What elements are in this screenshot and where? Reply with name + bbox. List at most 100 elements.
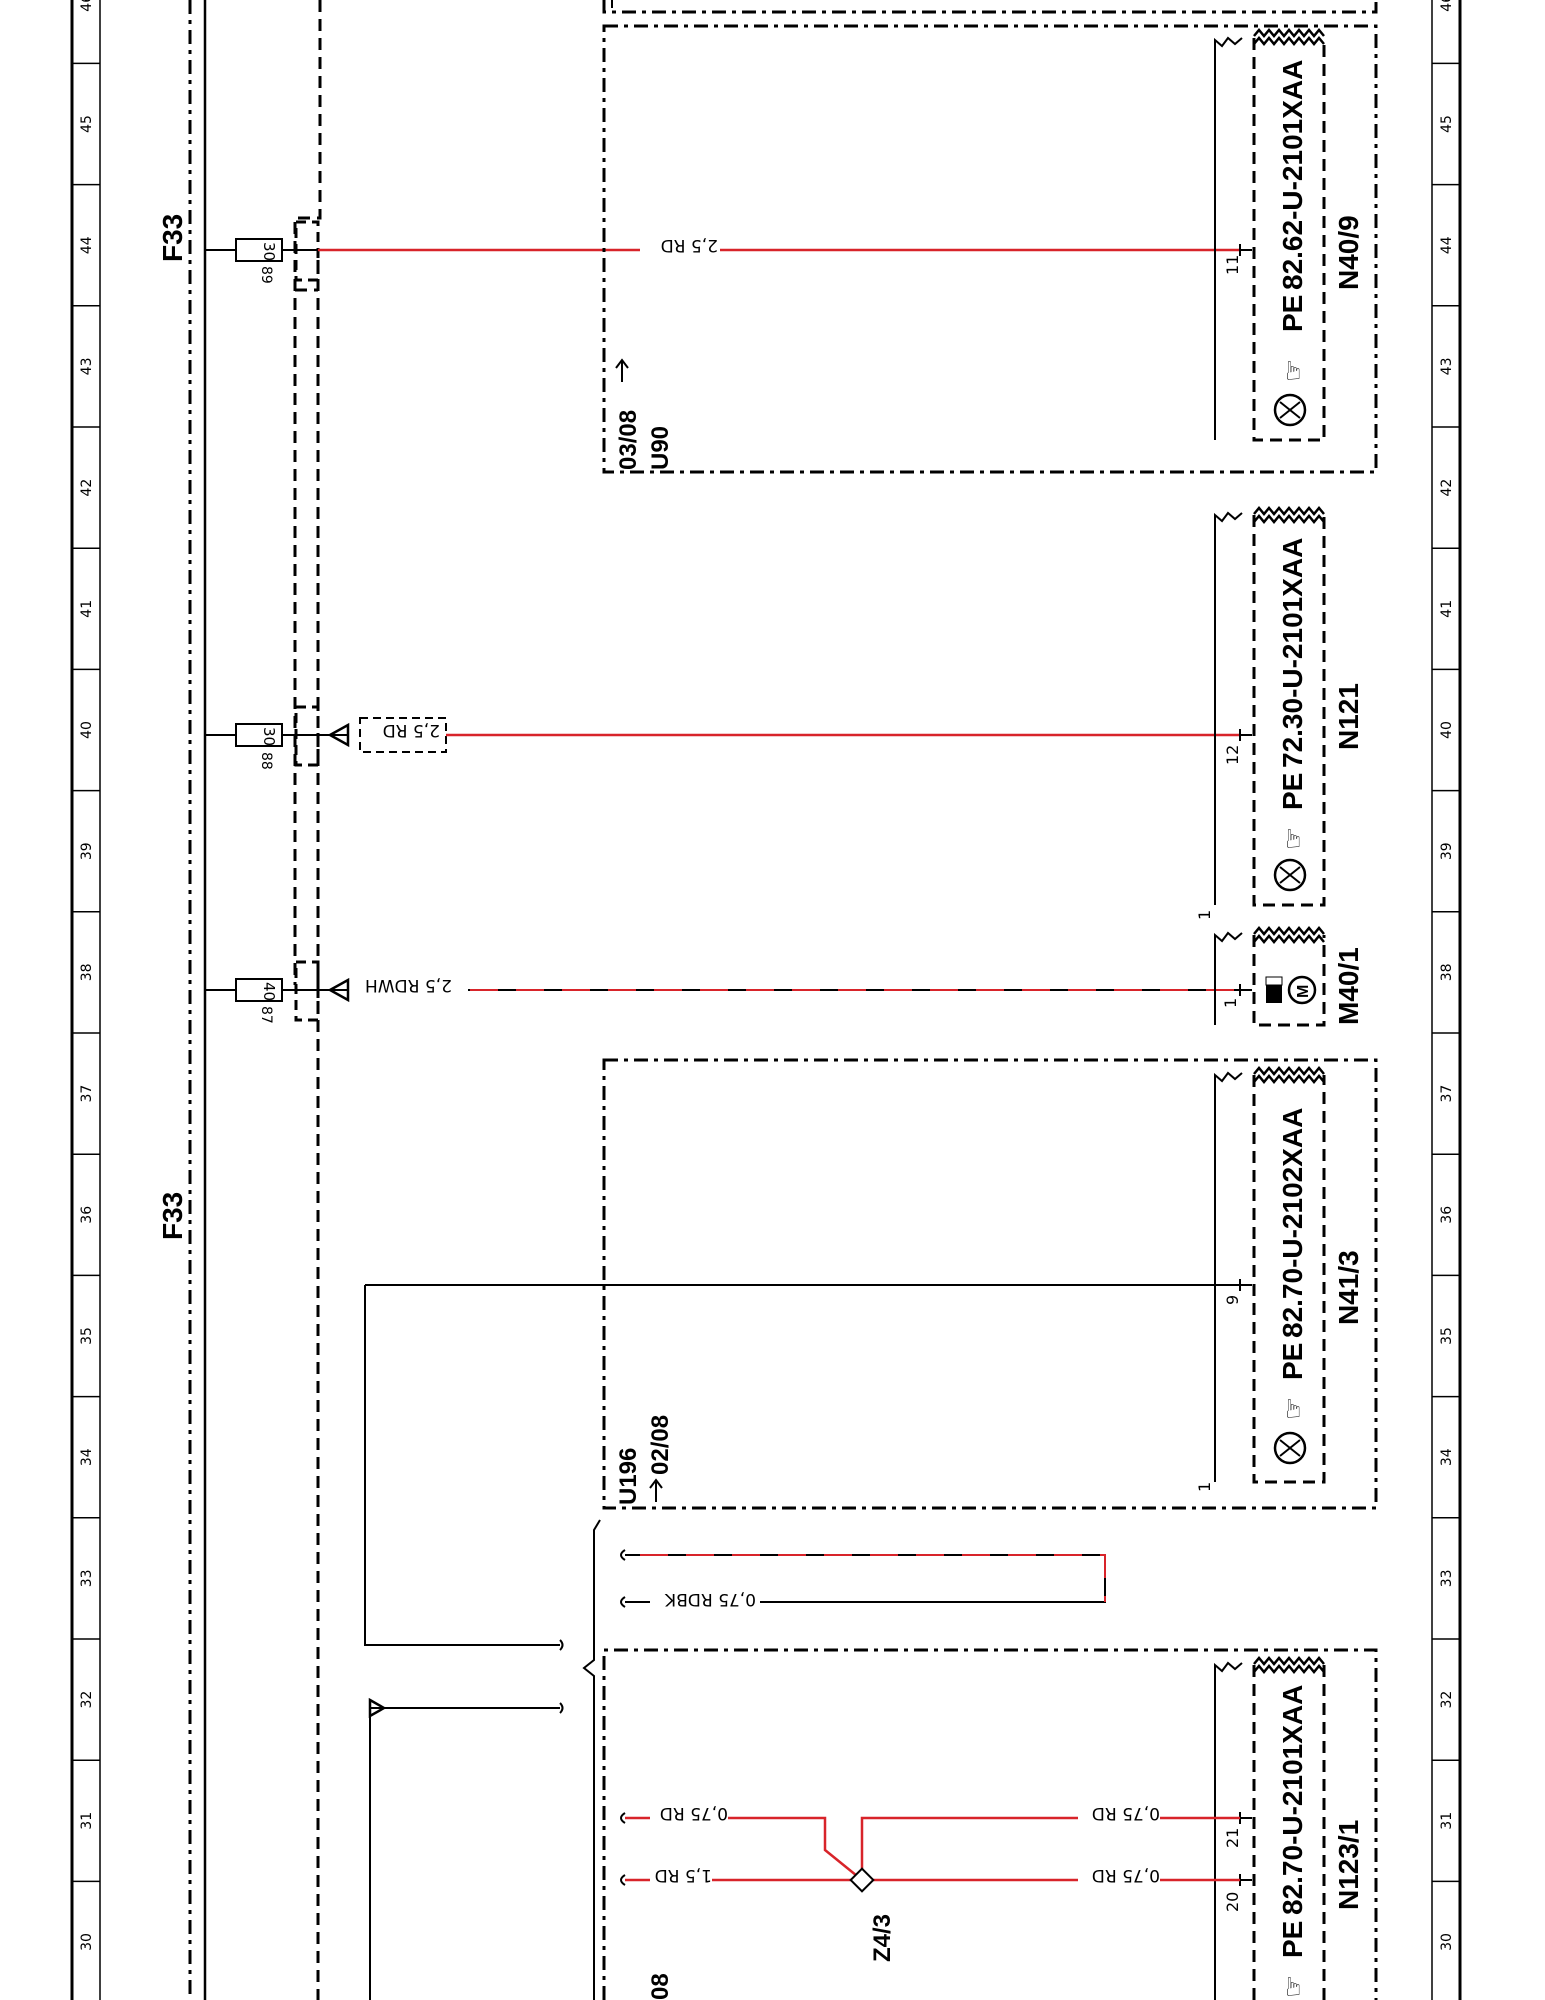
ruler-right: 30 31 32 33 34 35 36 37 38 39 40 41 42 43 44 45 46 [1431,0,1462,2000]
fuse-89-rating: 30 [260,242,278,261]
motor-icon: M [1295,985,1312,998]
module-n40-9 [1214,28,1326,442]
ruler-number: 45 [1439,115,1455,133]
ruler-number: 34 [79,1448,95,1466]
ruler-number: 46 [79,0,95,12]
ruler-number: 40 [79,721,95,739]
ruler-number: 36 [79,1206,95,1224]
ruler-number: 38 [1439,963,1455,981]
wire-f88 [318,717,1240,753]
box-u90-name: U90 [647,426,674,470]
ruler-number: 32 [79,1691,95,1709]
box-u90-arrow [615,358,629,382]
wire-f89-label: 2,5 RD [661,235,718,255]
ruler-number: 43 [1439,357,1455,375]
fuse-88: 30 88 [205,705,320,770]
module-n121-id: N121 [1333,683,1364,750]
splice-label: Z4/3 [869,1914,896,1962]
hand-pointer-icon: ☞ [1278,827,1308,850]
hand-pointer-icon: ☞ [1278,359,1308,382]
module-n41-3-ref: 82.70-U-2102XAA [1277,1108,1308,1338]
box-u90-code: 03/08 [615,410,642,470]
module-n123-1-id: N123/1 [1333,1820,1364,1910]
ruler-number: 35 [79,1327,95,1345]
module-n123-1-pin-b: 20 [1223,1892,1242,1912]
module-n40-9-ref: 82.62-U-2101XAA [1277,60,1308,290]
wire-loop-label: 0,75 RDBK [664,1589,756,1609]
wire-f87 [318,977,1240,1003]
fuse-87: 40 87 [205,960,320,1024]
module-m40-1-pin: 1 [1221,998,1240,1008]
ruler-number: 36 [1439,1206,1455,1224]
module-n41-3-pe: PE [1277,1343,1308,1380]
ruler-number: 41 [79,600,95,618]
ruler-number: 32 [1439,1691,1455,1709]
ruler-number: 35 [1439,1327,1455,1345]
box-bottom-code: 08 [647,1973,674,2000]
ruler-number: 33 [79,1569,95,1587]
module-n123-1-pin-a: 21 [1223,1828,1242,1848]
module-n41-3-pin: 9 [1223,1295,1242,1305]
fuse-block-frame [188,0,322,2000]
fuse-87-terminal: 87 [258,1006,274,1024]
ruler-number: 31 [1439,1812,1455,1830]
fuse-87-rating: 40 [260,982,278,1001]
ruler-number: 30 [1439,1933,1455,1951]
box-u196-arrow [649,1478,663,1502]
wire-n123-in-top-label: 0,75 RD [660,1803,728,1823]
ruler-number: 33 [1439,1569,1455,1587]
wire-n123-20-label: 0,75 RD [1092,1865,1160,1885]
wire-n123-in-bot-label: 1,5 RD [655,1865,712,1885]
module-n123-1-ref: 82.70-U-2101XAA [1277,1685,1308,1915]
module-n123-1-pe: PE [1277,1921,1308,1958]
module-n121-pe: PE [1277,773,1308,810]
box-u90 [602,0,1378,474]
module-n121 [1214,506,1326,907]
ruler-number: 45 [79,115,95,133]
ruler-number: 37 [1439,1085,1455,1103]
ruler-number: 43 [79,357,95,375]
fuse-block-label-mid: F33 [157,1192,188,1240]
wire-n123-21-label: 0,75 RD [1092,1803,1160,1823]
wire-f88-label: 2,5 RD [383,720,440,740]
ruler-number: 31 [79,1812,95,1830]
box-bottom [602,1648,1378,2000]
ruler-number: 42 [1439,479,1455,497]
hand-pointer-icon: ☞ [1278,1975,1308,1998]
module-n121-ref: 72.30-U-2101XAA [1277,538,1308,768]
fuse-block-label-top: F33 [157,214,188,262]
hand-pointer-icon: ☞ [1278,1397,1308,1420]
ruler-number: 34 [1439,1448,1455,1466]
wire-loop [620,1549,1106,1608]
ruler-number: 46 [1439,0,1455,12]
module-n40-9-id: N40/9 [1333,215,1364,290]
module-n41-3-pin-1: 1 [1195,1482,1214,1492]
module-n121-pin-1: 1 [1195,910,1214,920]
ruler-number: 42 [79,479,95,497]
module-n40-9-pe: PE [1277,295,1308,332]
harness-bracket [368,1519,601,2000]
ruler-number: 44 [1439,236,1455,254]
ruler-number: 41 [1439,600,1455,618]
module-n121-pin: 12 [1223,745,1242,765]
fuse-88-terminal: 88 [258,752,274,770]
module-m40-1-id: M40/1 [1333,947,1364,1025]
ruler-number: 44 [79,236,95,254]
fuse-89-terminal: 89 [258,266,274,284]
fuse-88-rating: 30 [260,727,278,746]
module-m40-1 [1214,926,1326,1027]
wire-f87-label: 2,5 RDWH [365,975,452,995]
wire-n123 [620,1812,1240,1893]
fuse-89: 30 89 [205,220,320,284]
ruler-number: 37 [79,1085,95,1103]
module-n41-3 [364,1066,1326,1651]
ruler-number: 39 [1439,842,1455,860]
ruler-number: 38 [79,963,95,981]
module-n41-3-id: N41/3 [1333,1250,1364,1325]
box-u196-code: 02/08 [647,1415,674,1475]
box-u196-name: U196 [615,1448,642,1505]
ruler-number: 40 [1439,721,1455,739]
box-u196 [602,1058,1378,1510]
